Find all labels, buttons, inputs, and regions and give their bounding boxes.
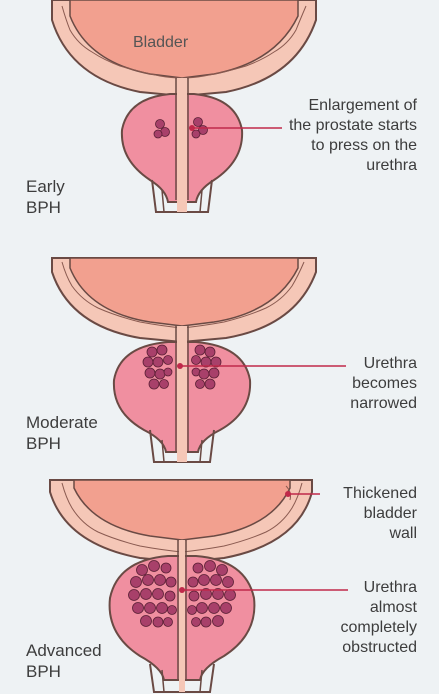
note-line: wall [307,524,417,544]
panel-early-bph: Bladder Early BPH Enlargement of the pro… [0,0,439,230]
stage-label-advanced: Advanced BPH [26,640,102,682]
thickened-wall-note: Thickened bladder wall [307,484,417,544]
note-line: obstructed [307,638,417,658]
note-line: becomes [317,374,417,394]
early-bph-note: Enlargement of the prostate starts to pr… [247,96,417,176]
note-line: urethra [247,156,417,176]
bladder-label: Bladder [133,33,188,53]
note-line: completely [307,618,417,638]
note-line: Enlargement of [247,96,417,116]
note-line: to press on the [247,136,417,156]
note-line: Thickened [307,484,417,504]
panel-moderate-bph: Moderate BPH Urethra becomes narrowed [0,258,439,468]
note-line: Urethra [307,578,417,598]
stage-line: BPH [26,197,65,218]
stage-label-early: Early BPH [26,176,65,218]
note-line: almost [307,598,417,618]
stage-line: BPH [26,661,102,682]
stage-line: Moderate [26,412,98,433]
stage-line: Early [26,176,65,197]
note-line: Urethra [317,354,417,374]
stage-line: BPH [26,433,98,454]
moderate-bph-note: Urethra becomes narrowed [317,354,417,414]
note-line: the prostate starts [247,116,417,136]
stage-label-moderate: Moderate BPH [26,412,98,454]
stage-line: Advanced [26,640,102,661]
note-line: bladder [307,504,417,524]
note-line: narrowed [317,394,417,414]
advanced-bph-note: Urethra almost completely obstructed [307,578,417,658]
panel-advanced-bph: Advanced BPH Thickened bladder wall Uret… [0,480,439,694]
